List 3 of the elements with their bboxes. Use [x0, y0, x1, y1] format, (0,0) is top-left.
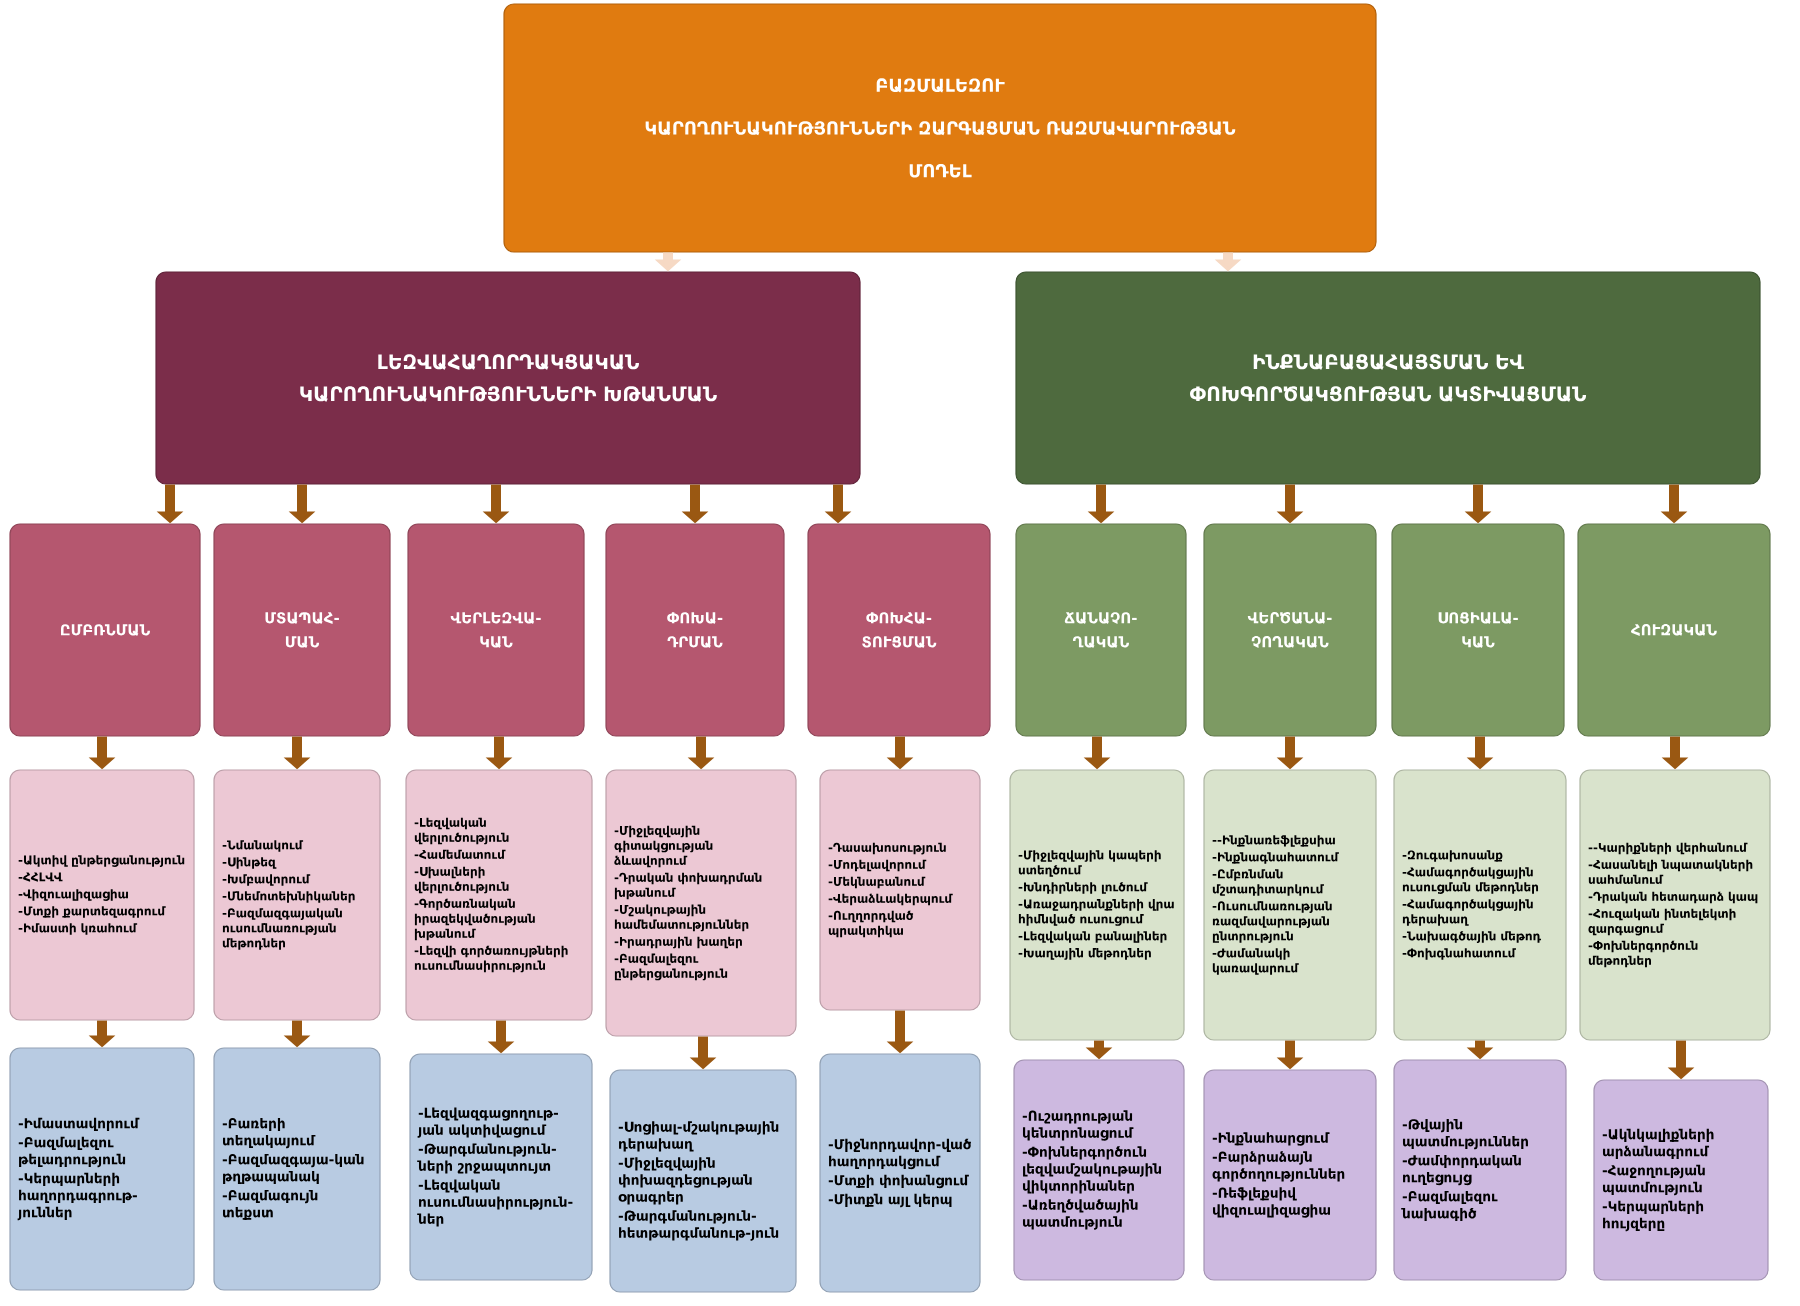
category-box: ԼԵԶՎԱՀԱՂՈՐԴԱԿՑԱԿԱՆ ԿԱՐՈՂՈՒՆԱԿՈՒԹՅՈՒՆՆԵՐԻ ԽԹԱՆՄԱՆ	[155, 271, 861, 485]
category-box: ԻՆՔՆԱԲԱՑԱՀԱՅՏՄԱՆ ԵՎ ՓՈԽԳՈՐԾԱԿՑՈՒԹՅԱՆ ԱԿՏԻՎԱՑՄԱՆ	[1015, 271, 1761, 485]
title-box: ԲԱԶՄԱԼԵԶՈՒ ԿԱՐՈՂՈՒՆԱԿՈՒԹՅՈՒՆՆԵՐԻ ԶԱՐԳԱՑՄԱՆ ՌԱԶՄԱՎԱՐՈՒԹՅԱՆ ՄՈԴԵԼ	[503, 3, 1377, 253]
